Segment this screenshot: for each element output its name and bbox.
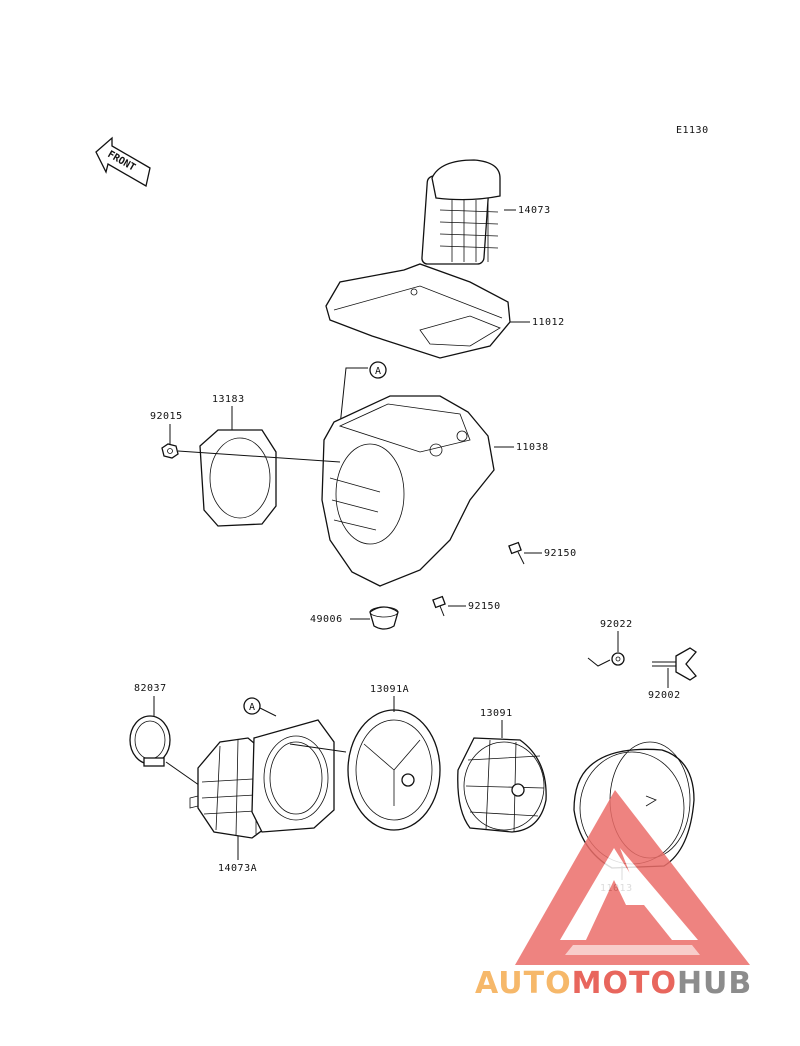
- label-11012: 11012: [532, 317, 565, 328]
- air-box-cover-11012: [325, 263, 511, 359]
- watermark-logo: [515, 790, 750, 965]
- label-92015: 92015: [150, 411, 183, 422]
- filter-element-14073: [421, 159, 501, 265]
- cap-49006: [369, 606, 399, 630]
- label-92022: 92022: [600, 619, 633, 630]
- watermark-text: AUTOMOTOHUB: [475, 966, 752, 1001]
- label-11038: 11038: [516, 442, 549, 453]
- clamp-82037: [129, 715, 171, 767]
- label-49006: 49006: [310, 614, 343, 625]
- nut-92015: [161, 443, 179, 459]
- callout-a-top-letter: A: [375, 366, 382, 377]
- label-92150-upper: 92150: [544, 548, 577, 559]
- gasket-13183: [199, 429, 277, 527]
- callout-a-bottom-letter: A: [249, 702, 256, 713]
- filter-housing-cover: [251, 719, 335, 833]
- diagram-code: E1130: [676, 125, 709, 136]
- label-14073A: 14073A: [218, 863, 257, 874]
- callout-a-bottom: [243, 697, 261, 715]
- wing-bolt-92002: [652, 647, 697, 681]
- label-13183: 13183: [212, 394, 245, 405]
- washer-92022: [611, 652, 625, 666]
- label-13091A: 13091A: [370, 684, 409, 695]
- front-arrow-icon: FRONT: [95, 136, 151, 188]
- screw-92150-lower: [432, 595, 446, 617]
- label-82037: 82037: [134, 683, 167, 694]
- air-box-housing-11038: [321, 395, 495, 587]
- watermark-auto: AUTO: [475, 966, 572, 1001]
- label-13091: 13091: [480, 708, 513, 719]
- watermark-moto: MOTO: [572, 966, 677, 1001]
- label-92002: 92002: [648, 690, 681, 701]
- svg-text:AUTOMOTOHUB: AUTOMOTOHUB: [475, 966, 752, 1001]
- label-92150-lower: 92150: [468, 601, 501, 612]
- screw-92150-upper: [508, 541, 525, 565]
- callout-a-top: [369, 361, 387, 379]
- watermark-hub: HUB: [677, 966, 752, 1001]
- filter-plate-13091A: [347, 709, 441, 831]
- label-14073: 14073: [518, 205, 551, 216]
- filter-cage-13091: [457, 737, 547, 833]
